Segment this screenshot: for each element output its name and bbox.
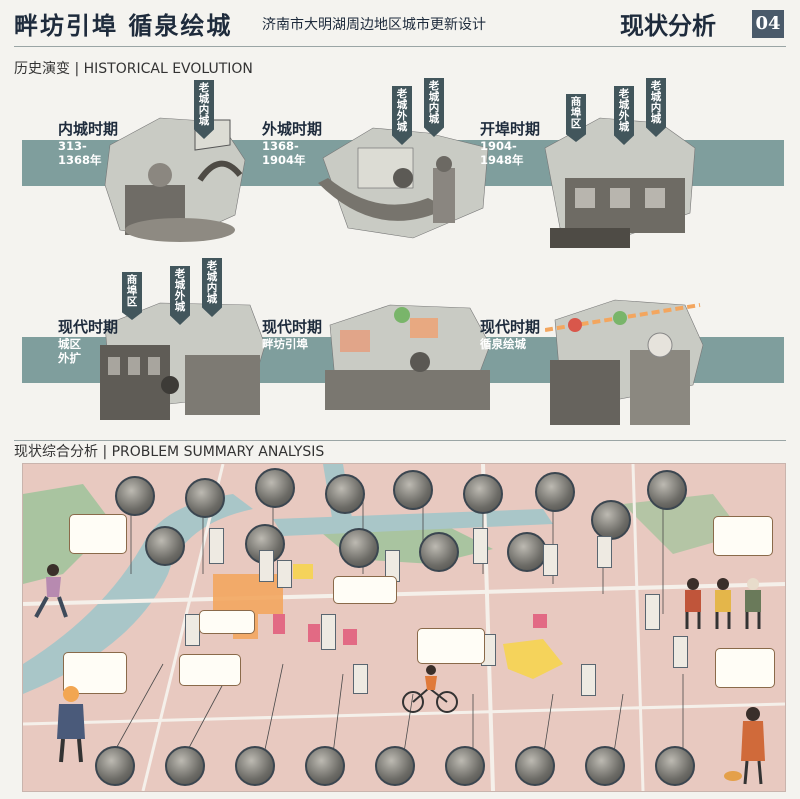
map-label — [277, 560, 292, 588]
era-modern-expansion: 现代时期 城区 外扩 — [58, 318, 119, 365]
photo-circle — [145, 526, 185, 566]
photo-circle — [647, 470, 687, 510]
photo-circle — [393, 470, 433, 510]
speech-bubble — [417, 628, 485, 664]
header-divider — [14, 46, 786, 47]
photo-circle — [419, 532, 459, 572]
photo-circle — [535, 472, 575, 512]
photo-circle — [591, 500, 631, 540]
photo-circle — [165, 746, 205, 786]
map-label — [473, 528, 488, 564]
figure-cyclist — [402, 665, 458, 713]
photo-circle — [115, 476, 155, 516]
map-label — [673, 636, 688, 668]
tag-old-outer-3: 老城外城 — [614, 86, 634, 145]
photo-circle — [339, 528, 379, 568]
photo-circle — [305, 746, 345, 786]
map-label — [209, 528, 224, 564]
photo-circle — [255, 468, 295, 508]
tag-old-outer-4: 老城外城 — [170, 266, 190, 325]
speech-bubble — [69, 514, 127, 554]
tag-old-inner-3: 老城内城 — [646, 78, 666, 137]
problem-summary-map — [22, 463, 786, 792]
section-number: 04 — [752, 10, 784, 38]
map-label — [185, 614, 200, 646]
page-subtitle: 济南市大明湖周边地区城市更新设计 — [262, 17, 486, 33]
tag-old-inner-4: 老城内城 — [202, 258, 222, 317]
photo-circle — [95, 746, 135, 786]
tag-port-4: 商埠区 — [122, 272, 142, 320]
collage-spring-city — [545, 299, 704, 425]
speech-bubble — [333, 576, 397, 604]
map-label — [321, 614, 336, 650]
era-modern-spring: 现代时期 循泉绘城 — [480, 318, 541, 351]
figure-group-seated — [685, 578, 761, 629]
speech-bubble — [199, 610, 255, 634]
tag-old-inner-1: 老城内城 — [194, 80, 214, 139]
map-label — [645, 594, 660, 630]
collage-outer-city — [318, 127, 489, 239]
collage-port-era — [544, 117, 696, 248]
map-label — [543, 544, 558, 576]
page-title: 畔坊引埠 循泉绘城 — [14, 11, 233, 40]
tag-port-3: 商埠区 — [566, 94, 586, 142]
photo-circle — [655, 746, 695, 786]
era-inner-city: 内城时期 313- 1368年 — [58, 120, 119, 167]
figure-dog-walker — [724, 707, 765, 785]
figure-runner — [34, 564, 68, 618]
section-title: 现状分析 — [620, 11, 716, 40]
photo-circle — [445, 746, 485, 786]
speech-bubble — [179, 654, 241, 686]
tag-old-inner-2: 老城内城 — [424, 78, 444, 137]
photo-circle — [507, 532, 547, 572]
era-modern-lakeside: 现代时期 畔坊引埠 — [262, 318, 323, 351]
map-label — [353, 664, 368, 694]
photo-circle — [185, 478, 225, 518]
map-label — [597, 536, 612, 568]
era-outer-city: 外城时期 1368- 1904年 — [262, 120, 323, 167]
figure-walker — [57, 686, 85, 763]
tag-old-outer-2: 老城外城 — [392, 86, 412, 145]
speech-bubble — [713, 516, 773, 556]
summary-heading: 现状综合分析 | PROBLEM SUMMARY ANALYSIS — [14, 444, 325, 460]
page-header: 畔坊引埠 循泉绘城 济南市大明湖周边地区城市更新设计 现状分析 04 — [0, 0, 800, 46]
photo-circle — [463, 474, 503, 514]
collage-expansion — [100, 302, 266, 420]
photo-circle — [585, 746, 625, 786]
collage-lakeside-port — [325, 304, 491, 410]
photo-circle — [375, 746, 415, 786]
history-heading: 历史演变 | HISTORICAL EVOLUTION — [14, 61, 253, 77]
speech-bubble — [715, 648, 775, 688]
photo-circle — [235, 746, 275, 786]
photo-circle — [515, 746, 555, 786]
photo-circle — [325, 474, 365, 514]
map-label — [259, 550, 274, 582]
collage-inner-city — [104, 117, 246, 242]
era-port-opening: 开埠时期 1904- 1948年 — [480, 120, 541, 167]
section-divider — [14, 440, 786, 441]
map-label — [581, 664, 596, 696]
